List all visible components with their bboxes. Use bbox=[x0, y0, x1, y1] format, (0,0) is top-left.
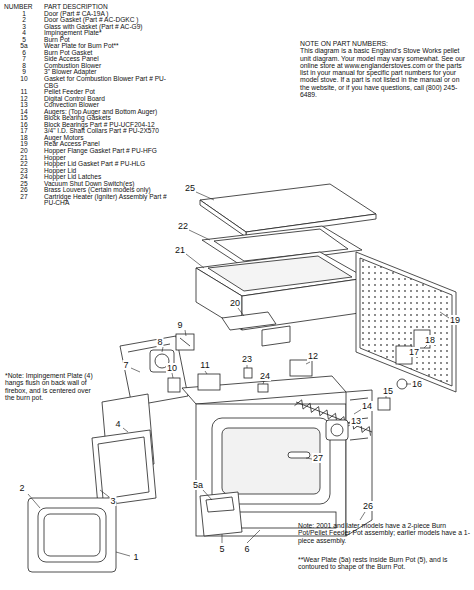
note-block: NOTE ON PART NUMBERS:This diagram is a b… bbox=[300, 40, 468, 98]
parts-row: 22Hopper Lid Gasket Part # PU-HLG bbox=[4, 161, 180, 168]
callout-number: 26 bbox=[362, 501, 374, 511]
part-description: Gasket for Combustion Blower Part # PU-C… bbox=[44, 76, 176, 89]
parts-row: 10Gasket for Combustion Blower Part # PU… bbox=[4, 76, 180, 89]
callout-number: 19 bbox=[449, 315, 461, 325]
callout-number: 6 bbox=[243, 544, 250, 554]
callout-number: 21 bbox=[174, 245, 186, 255]
callout-number: 20 bbox=[229, 298, 241, 308]
callout-number: 18 bbox=[424, 335, 436, 345]
part-number: 10 bbox=[4, 76, 44, 89]
part-description: Cartridge Heater (Igniter) Assembly Part… bbox=[44, 194, 176, 207]
callout-number: 5a bbox=[192, 480, 204, 490]
callout-number: 4 bbox=[114, 419, 121, 429]
callout-number: 14 bbox=[361, 401, 373, 411]
parts-row: 173/4" I.D. Shaft Collars Part # PU-2X57… bbox=[4, 128, 180, 135]
note-text: Note: 2001 and later models have a 2-pie… bbox=[298, 522, 470, 544]
note-text: This diagram is a basic England's Stove … bbox=[300, 47, 468, 98]
note-text: **Wear Plate (5a) rests inside Burn Pot … bbox=[298, 556, 470, 571]
note-text: *Note: Impingement Plate (4) hangs flush… bbox=[5, 372, 97, 401]
callout-number: 3 bbox=[109, 496, 116, 506]
callout-number: 7 bbox=[122, 360, 129, 370]
callout-number: 22 bbox=[177, 221, 189, 231]
callout-number: 9 bbox=[176, 320, 183, 330]
callout-number: 24 bbox=[259, 371, 271, 381]
callout-number: 13 bbox=[350, 416, 362, 426]
callout-number: 27 bbox=[312, 453, 324, 463]
part-number: 27 bbox=[4, 194, 44, 207]
callout-number: 15 bbox=[382, 386, 394, 396]
callout-number: 11 bbox=[199, 360, 210, 370]
callout-number: 10 bbox=[166, 363, 178, 373]
parts-row: 20Hopper Flange Gasket Part # PU-HFG bbox=[4, 148, 180, 155]
callout-number: 12 bbox=[307, 351, 319, 361]
callout-number: 25 bbox=[184, 183, 196, 193]
parts-list: NUMBERPART DESCRIPTION1Door (Part # CA-1… bbox=[4, 4, 180, 207]
callout-number: 1 bbox=[132, 552, 139, 562]
callout-number: 23 bbox=[241, 354, 253, 364]
parts-row: 27Cartridge Heater (Igniter) Assembly Pa… bbox=[4, 194, 180, 207]
callout-number: 17 bbox=[408, 347, 420, 357]
note-heading: NOTE ON PART NUMBERS: bbox=[300, 40, 468, 47]
callout-number: 5 bbox=[218, 544, 225, 554]
callout-number: 2 bbox=[18, 483, 25, 493]
parts-row: 4Impingement Plate* bbox=[4, 30, 180, 37]
callout-number: 8 bbox=[156, 337, 163, 347]
callout-number: 16 bbox=[411, 379, 423, 389]
